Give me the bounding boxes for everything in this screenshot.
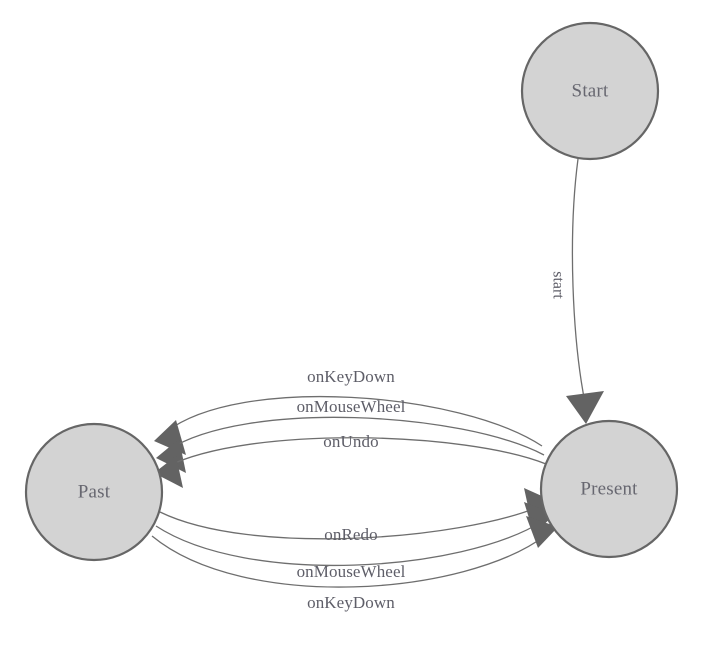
edge-redo-path [159, 505, 542, 540]
edge-label-undo: onUndo [323, 432, 378, 451]
edge-wheel-undo-arrowhead [156, 439, 186, 473]
edge-keydown-redo-path [151, 534, 547, 588]
edge-start-path [571, 158, 587, 409]
edge-present-to-past-mousewheel[interactable] [156, 416, 545, 473]
edge-wheel-redo-path [155, 520, 544, 567]
node-present-label: Present [580, 478, 638, 499]
edges-layer [151, 158, 604, 588]
edge-undo-arrowhead [154, 456, 183, 488]
node-present-circle [539, 419, 679, 559]
nodes-layer: Start Past Present [24, 21, 679, 562]
edge-past-to-present-keydown[interactable] [151, 516, 558, 588]
edge-start-to-present[interactable] [566, 158, 604, 424]
edge-labels-layer: start onKeyDown onMouseWheel onUndo onRe… [297, 271, 567, 612]
node-present[interactable]: Present [539, 419, 679, 559]
node-past[interactable]: Past [24, 422, 164, 562]
node-start-circle [520, 21, 660, 161]
edge-label-mousewheel-undo: onMouseWheel [297, 397, 406, 416]
edge-start-arrowhead [566, 391, 604, 424]
edge-label-keydown-redo: onKeyDown [307, 593, 395, 612]
edge-label-mousewheel-redo: onMouseWheel [297, 562, 406, 581]
edge-label-keydown-undo: onKeyDown [307, 367, 395, 386]
edge-keydown-redo-arrowhead [526, 516, 558, 548]
edge-label-redo: onRedo [324, 525, 377, 544]
edge-wheel-undo-path [167, 416, 545, 456]
edge-label-start: start [549, 271, 566, 299]
node-past-circle [24, 422, 164, 562]
edge-keydown-undo-path [165, 395, 543, 447]
node-past-label: Past [78, 481, 111, 502]
node-start-label: Start [572, 80, 609, 101]
edge-present-to-past-undo[interactable] [154, 437, 547, 488]
edge-undo-path [165, 437, 547, 468]
node-start[interactable]: Start [520, 21, 660, 161]
